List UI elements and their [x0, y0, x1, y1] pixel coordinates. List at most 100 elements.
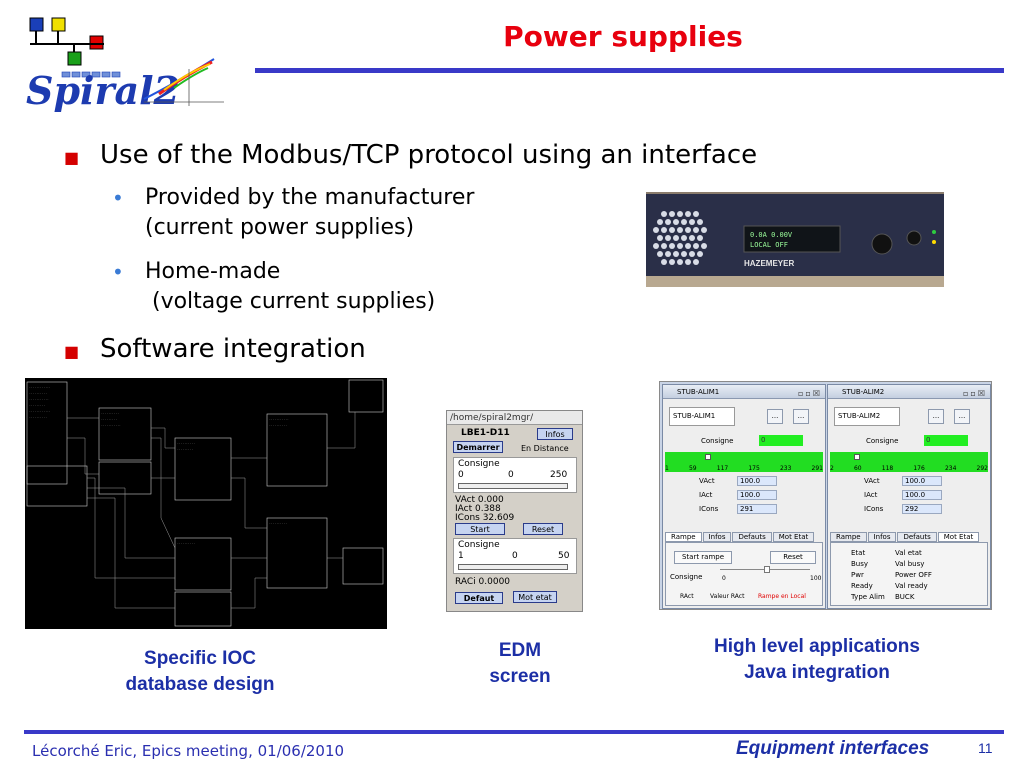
- window-controls-icon[interactable]: ▫▫☒: [962, 389, 987, 398]
- type-alim-value: BUCK: [895, 593, 915, 601]
- ready-label: Ready: [851, 582, 873, 590]
- caption-ioc: Specific IOC database design: [100, 646, 300, 698]
- busy-label: Busy: [851, 560, 869, 568]
- tab-rampe[interactable]: Rampe: [830, 532, 867, 542]
- vact-label: VAct: [699, 477, 715, 485]
- consigne-label: Consigne: [866, 437, 899, 445]
- footer-divider: [24, 730, 1004, 734]
- edm-consigne-label: Consigne: [458, 459, 500, 469]
- tick-label: 118: [881, 465, 894, 472]
- edm-consigne-value: 0: [508, 470, 514, 480]
- sub-bullet-line: Provided by the manufacturer: [145, 185, 475, 210]
- edm-consigne-slider[interactable]: [458, 483, 568, 489]
- edm-consigne2-label: Consigne: [458, 540, 500, 550]
- tab-rampe[interactable]: Rampe: [665, 532, 702, 542]
- java-window-alim2: STUB-ALIM2 ▫▫☒ STUB-ALIM2 ... ... Consig…: [827, 384, 991, 609]
- edm-defaut-button[interactable]: Defaut: [455, 592, 503, 604]
- tab-infos[interactable]: Infos: [867, 532, 897, 542]
- svg-text:............: ............: [29, 409, 51, 413]
- iact-label: IAct: [699, 491, 713, 499]
- vact-value: 100.0: [737, 476, 777, 486]
- square-bullet-icon: ■: [64, 148, 80, 167]
- footer-author: Lécorché Eric, Epics meeting, 01/06/2010: [32, 742, 345, 760]
- pane-slider-knob[interactable]: [764, 566, 770, 573]
- caption-line: EDM: [498, 640, 542, 661]
- edm-consigne2-panel: Consigne 1 0 50: [453, 538, 577, 574]
- slider-ticks: 2 60 118 176 234 292: [830, 465, 988, 472]
- tick-label: 59: [688, 465, 697, 472]
- edm-consigne2-max: 50: [558, 551, 570, 561]
- tab-infos[interactable]: Infos: [702, 532, 732, 542]
- svg-text:...........: ...........: [29, 397, 49, 401]
- tab-mot-etat[interactable]: Mot Etat: [937, 532, 980, 542]
- edm-iact: IAct 0.388: [455, 504, 501, 514]
- java-window-alim1: STUB-ALIM1 ▫▫☒ STUB-ALIM1 ... ... Consig…: [662, 384, 826, 609]
- device-name-field: STUB-ALIM1: [669, 407, 735, 426]
- edm-infos-button[interactable]: Infos: [537, 428, 573, 440]
- tab-bar: Rampe Infos Defauts Mot Etat: [665, 532, 815, 542]
- sub-bullet-line: (voltage current supplies): [145, 289, 436, 314]
- page-number: 11: [978, 740, 993, 756]
- consigne-slider[interactable]: [830, 452, 988, 472]
- edm-start-rampe-button[interactable]: Start rampe: [455, 523, 505, 545]
- consigne-label: Consigne: [701, 437, 734, 445]
- window-controls-icon[interactable]: ▫▫☒: [797, 389, 822, 398]
- svg-text:.........: .........: [29, 403, 45, 407]
- consigne-slider[interactable]: [665, 452, 823, 472]
- slider-knob[interactable]: [705, 454, 711, 460]
- edm-consigne-max: 250: [550, 470, 568, 480]
- edm-consigne2-slider[interactable]: [458, 564, 568, 570]
- etat-label: Etat: [851, 549, 866, 557]
- square-bullet-icon: ■: [64, 342, 80, 361]
- icons-value: 291: [737, 504, 777, 514]
- edm-reset-button[interactable]: Reset: [523, 523, 563, 535]
- edm-vact: VAct 0.000: [455, 495, 504, 505]
- icons-label: ICons: [864, 505, 884, 513]
- tick-label: 117: [716, 465, 729, 472]
- vact-value: 100.0: [902, 476, 942, 486]
- sub-bullet-line: Home-made: [145, 259, 281, 284]
- pane-max: 100: [810, 575, 822, 582]
- caption-line: Java integration: [744, 662, 890, 683]
- svg-text:..........: ..........: [269, 521, 287, 525]
- device-button-1[interactable]: ...: [928, 409, 944, 424]
- tab-defauts[interactable]: Defauts: [732, 532, 772, 542]
- svg-text:..........: ..........: [29, 391, 47, 395]
- consigne-input[interactable]: 0: [924, 435, 968, 446]
- edm-consigne-min: 0: [458, 470, 464, 480]
- edm-mot-etat-button[interactable]: Mot etat: [513, 591, 557, 603]
- type-alim-label: Type Alim: [851, 593, 885, 601]
- slide-title: Power supplies: [503, 20, 743, 53]
- reset-button[interactable]: Reset: [770, 551, 816, 564]
- edm-demarrer-button[interactable]: Demarrer: [453, 441, 503, 453]
- window-title: STUB-ALIM1: [677, 388, 720, 396]
- tick-label: 1: [665, 465, 669, 472]
- tick-label: 2: [830, 465, 834, 472]
- svg-text:..........: ..........: [177, 541, 195, 545]
- spiral2-logo: Spiral2: [24, 14, 234, 114]
- edm-status: En Distance: [521, 444, 569, 453]
- slider-knob[interactable]: [854, 454, 860, 460]
- ioc-database-screenshot: ................................. ......…: [25, 378, 387, 629]
- device-button-2[interactable]: ...: [793, 409, 809, 424]
- etat-value: Val etat: [895, 549, 922, 557]
- start-rampe-button[interactable]: Start rampe: [674, 551, 732, 564]
- device-button-1[interactable]: ...: [767, 409, 783, 424]
- tab-bar: Rampe Infos Defauts Mot Etat: [830, 532, 980, 542]
- tick-label: 175: [748, 465, 760, 472]
- logo-text: Spiral2: [26, 68, 180, 113]
- rampe-pane: Start rampe Reset Consigne 0 100 RAct Va…: [665, 542, 823, 606]
- dot-bullet-icon: •: [112, 260, 124, 284]
- pwr-value: Power OFF: [895, 571, 932, 579]
- bullet-text: Use of the Modbus/TCP protocol using an …: [100, 140, 758, 170]
- title-divider: [255, 68, 1004, 73]
- consigne-input[interactable]: 0: [759, 435, 803, 446]
- device-button-2[interactable]: ...: [954, 409, 970, 424]
- svg-text:LOCAL OFF: LOCAL OFF: [750, 241, 788, 249]
- sub-bullet-line: (current power supplies): [145, 215, 415, 240]
- caption-line: Specific IOC: [144, 648, 256, 669]
- iact-value: 100.0: [902, 490, 942, 500]
- ready-value: Val ready: [895, 582, 928, 590]
- tab-mot-etat[interactable]: Mot Etat: [772, 532, 815, 542]
- tab-defauts[interactable]: Defauts: [897, 532, 937, 542]
